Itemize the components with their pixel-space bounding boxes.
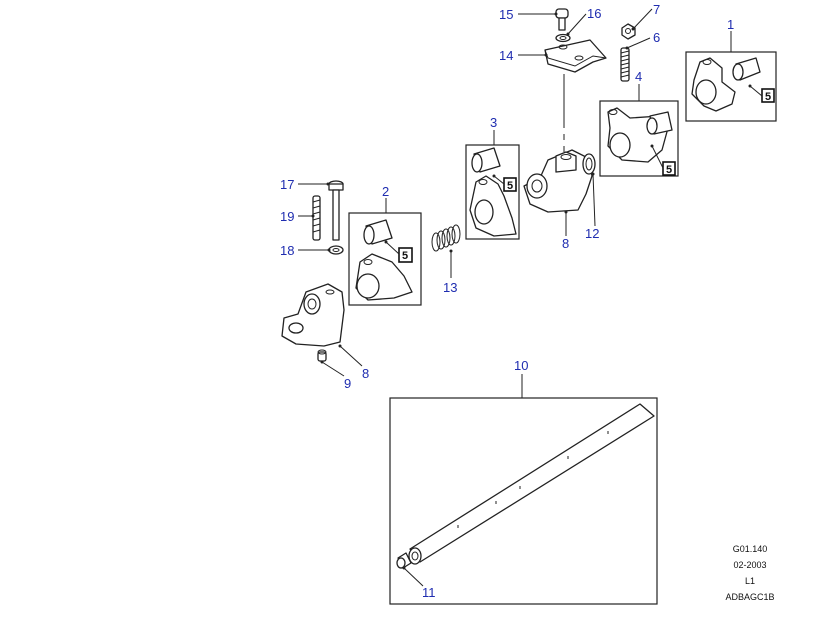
callout-9: 9 <box>344 376 351 391</box>
callout-4: 4 <box>635 69 642 84</box>
callout-8-lower: 8 <box>362 366 369 381</box>
part-2-bush <box>363 219 393 245</box>
part-7-nut <box>621 23 636 40</box>
callout-7: 7 <box>653 2 660 17</box>
badge-5-box-4 <box>662 161 676 176</box>
part-10-rocker-shaft <box>408 403 655 565</box>
part-3-kit-frame <box>465 144 520 240</box>
part-18-washer <box>328 245 344 255</box>
part-3-rocker-arm <box>469 175 517 237</box>
part-4-rocker-arm <box>607 107 673 163</box>
part-11-plug <box>396 552 412 569</box>
callout-12: 12 <box>585 226 599 241</box>
callout-3: 3 <box>490 115 497 130</box>
part-8-pedestal-lower <box>281 283 345 347</box>
callout-6: 6 <box>653 30 660 45</box>
callout-16: 16 <box>587 6 601 21</box>
part-1-rocker-arm <box>691 57 761 112</box>
drawing-code: ADBAGC1B <box>725 592 774 602</box>
callout-18: 18 <box>280 243 294 258</box>
badge-5-label: 5 <box>765 91 771 103</box>
part-19-stud <box>312 195 321 241</box>
badge-5-label: 5 <box>666 164 672 176</box>
part-2-kit-frame <box>348 212 422 306</box>
badge-5-box-2 <box>398 247 413 263</box>
callout-1: 1 <box>727 17 734 32</box>
badge-5-label: 5 <box>402 250 408 262</box>
drawing-date: 02-2003 <box>733 560 766 570</box>
part-17-bolt <box>328 180 344 241</box>
callout-8-upper: 8 <box>562 236 569 251</box>
callout-2: 2 <box>382 184 389 199</box>
callout-13: 13 <box>443 280 457 295</box>
part-8-pedestal-upper <box>523 149 593 213</box>
drawing-number: G01.140 <box>733 544 768 554</box>
badge-5-label: 5 <box>507 180 513 192</box>
callout-19: 19 <box>280 209 294 224</box>
part-3-bush <box>471 147 501 173</box>
part-16-washer <box>555 33 571 43</box>
part-12-o-ring <box>582 153 596 175</box>
part-9-dowel <box>317 349 327 362</box>
part-2-rocker-arm <box>355 253 413 301</box>
drawing-level: L1 <box>745 576 755 586</box>
callout-14: 14 <box>499 48 513 63</box>
callout-10: 10 <box>514 358 528 373</box>
part-10-shaft-frame <box>389 397 658 605</box>
part-14-bracket <box>544 39 607 73</box>
callout-17: 17 <box>280 177 294 192</box>
callout-11: 11 <box>422 585 436 600</box>
part-13-spring <box>431 224 461 252</box>
leader-lines <box>298 8 763 587</box>
badge-5-box-3 <box>503 177 517 192</box>
part-6-stud <box>620 47 630 82</box>
callout-15: 15 <box>499 7 513 22</box>
part-15-cap-screw <box>555 8 569 31</box>
